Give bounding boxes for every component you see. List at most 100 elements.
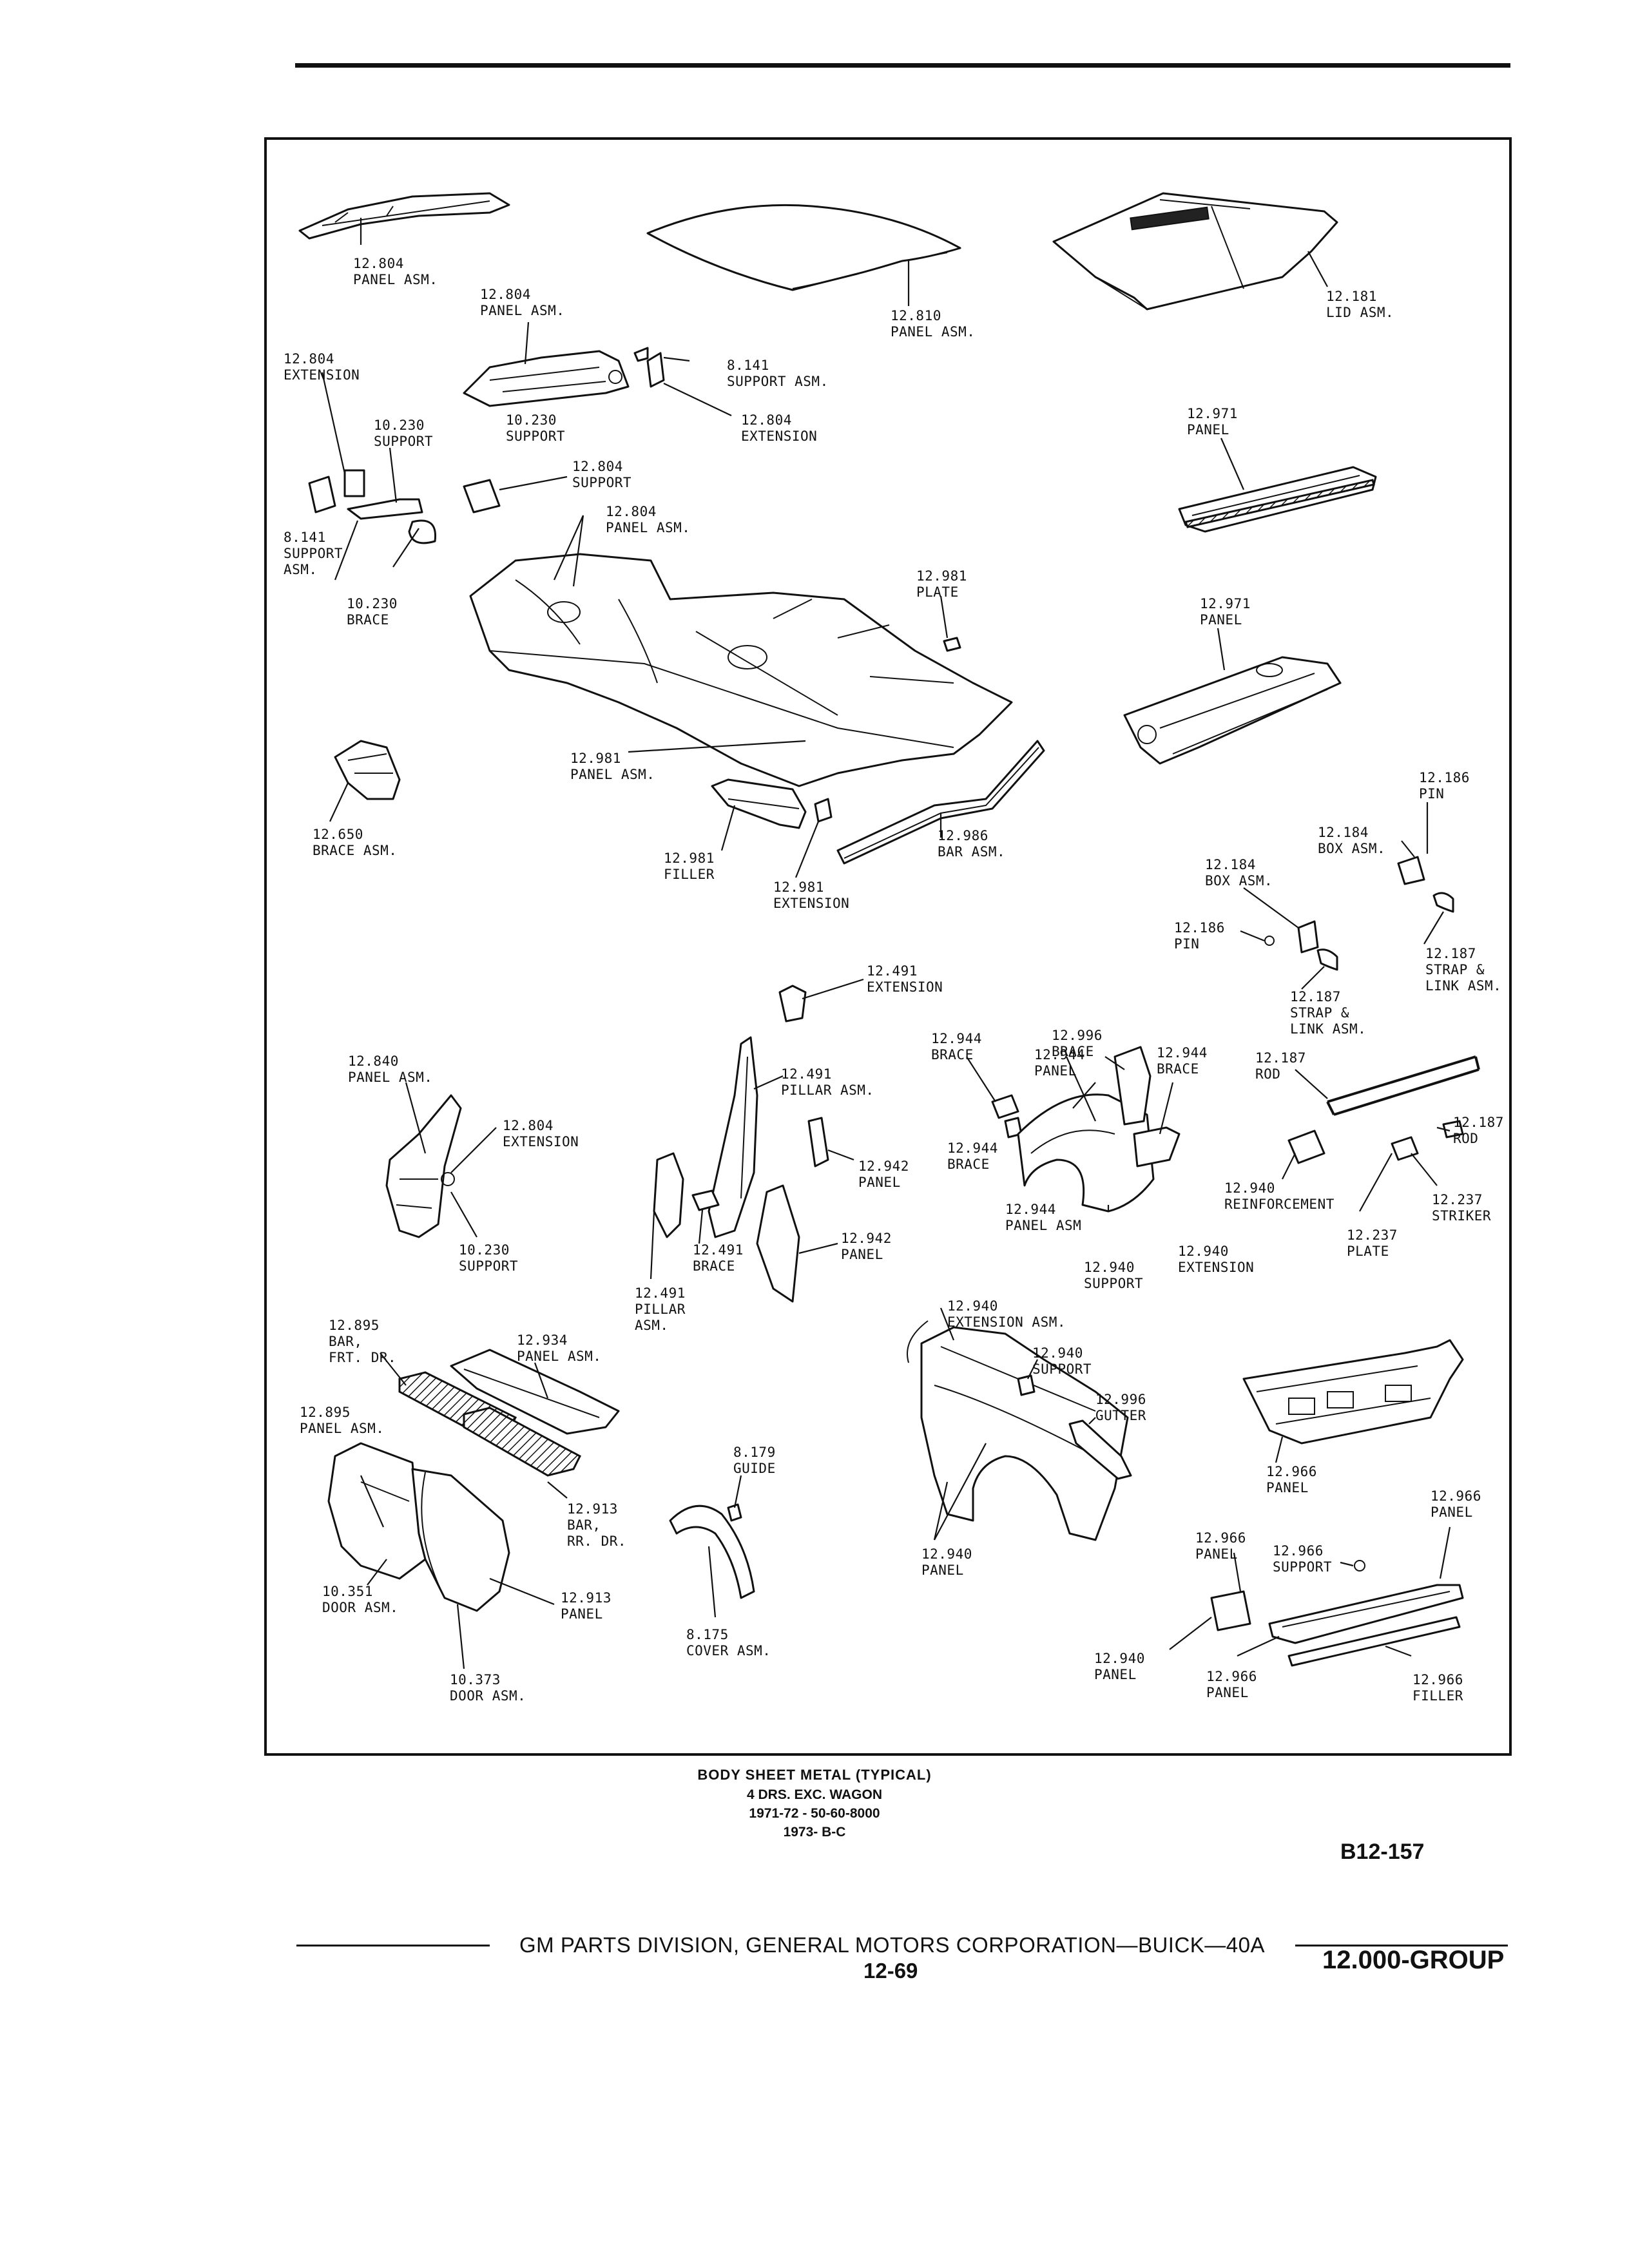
cowl-vent-panel-part [1178,437,1377,533]
cowl-panel-part [463,322,630,407]
wheel-cover-guide [669,1475,755,1618]
upper-panel-part [298,192,510,245]
wheelhouse-cluster [966,1046,1181,1213]
hinge-pillar-part [385,1082,497,1238]
floor-filler-part [711,778,807,851]
front-fender-part [907,1307,1129,1541]
footer-publisher: GM PARTS DIVISION, GENERAL MOTORS CORPOR… [519,1933,1266,1957]
caption-line-4: 1973- B-C [783,1825,846,1840]
rocker-bar-part [836,740,1045,865]
top-rule [295,63,1510,68]
floor-pan-part [469,515,1013,787]
rear-end-panel-part [1242,1339,1464,1463]
floor-plate-small-part [940,595,961,652]
footer-rule-right [1295,1945,1508,1946]
caption-line-2: 4 DRS. EXC. WAGON [746,1787,883,1802]
doors-part [327,1442,555,1669]
footer-group: 12.000-GROUP [1322,1946,1505,1974]
plenum-panel-part [1123,628,1342,765]
diagram-frame [264,137,1512,1756]
pillar-asm-part [708,978,864,1238]
brace-asm-part [329,740,401,822]
lock-box-cluster [1240,802,1454,990]
lower-rear-cluster [1169,1526,1464,1667]
door-bars-cluster [380,1349,620,1499]
footer-page-number: 12-69 [863,1959,918,1983]
fender-support-gutter [1017,1359,1132,1480]
lower-pillar-parts [650,1152,838,1303]
caption-line-3: 1971-72 - 50-60-8000 [749,1806,880,1821]
hood-lid-part [1052,192,1338,311]
roof-panel-part [646,204,961,306]
quarter-inner-panel-part [807,1117,854,1168]
rod-striker-cluster [1282,1055,1480,1212]
